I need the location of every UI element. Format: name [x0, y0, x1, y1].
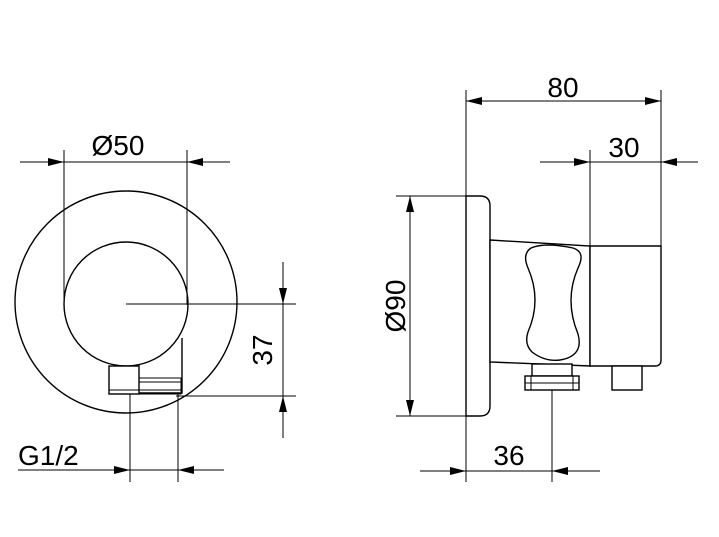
- front-view: Ø50 37 G1/2: [14, 130, 296, 482]
- dim-side-outlet-offset-label: 36: [493, 440, 524, 471]
- dimension-front-thread: G1/2: [18, 394, 224, 482]
- dim-front-height-label: 37: [247, 334, 278, 365]
- dim-front-diameter-label: Ø50: [92, 130, 145, 161]
- side-view: 80 30 Ø90 36: [380, 72, 698, 482]
- side-wall-plate: [465, 195, 491, 417]
- front-outlet-nipple: [108, 365, 182, 395]
- dimension-front-diameter: Ø50: [20, 130, 230, 305]
- dim-side-holder-depth-label: 30: [608, 132, 639, 163]
- side-holder-block: [589, 245, 662, 367]
- dimension-side-holder-depth: 30: [540, 132, 698, 246]
- side-hand-shower-clamp: [524, 244, 582, 362]
- dim-side-plate-diameter-label: Ø90: [380, 280, 411, 333]
- dim-side-overall-depth-label: 80: [547, 72, 578, 103]
- side-hose-outlet: [524, 363, 580, 391]
- dim-front-thread-label: G1/2: [18, 440, 79, 471]
- dimension-side-outlet-offset: 36: [420, 390, 600, 482]
- dimension-side-plate-diameter: Ø90: [380, 195, 466, 417]
- dimension-side-overall-depth: 80: [465, 72, 662, 246]
- side-holder-pin: [611, 365, 643, 391]
- dimension-front-height: 37: [126, 262, 296, 438]
